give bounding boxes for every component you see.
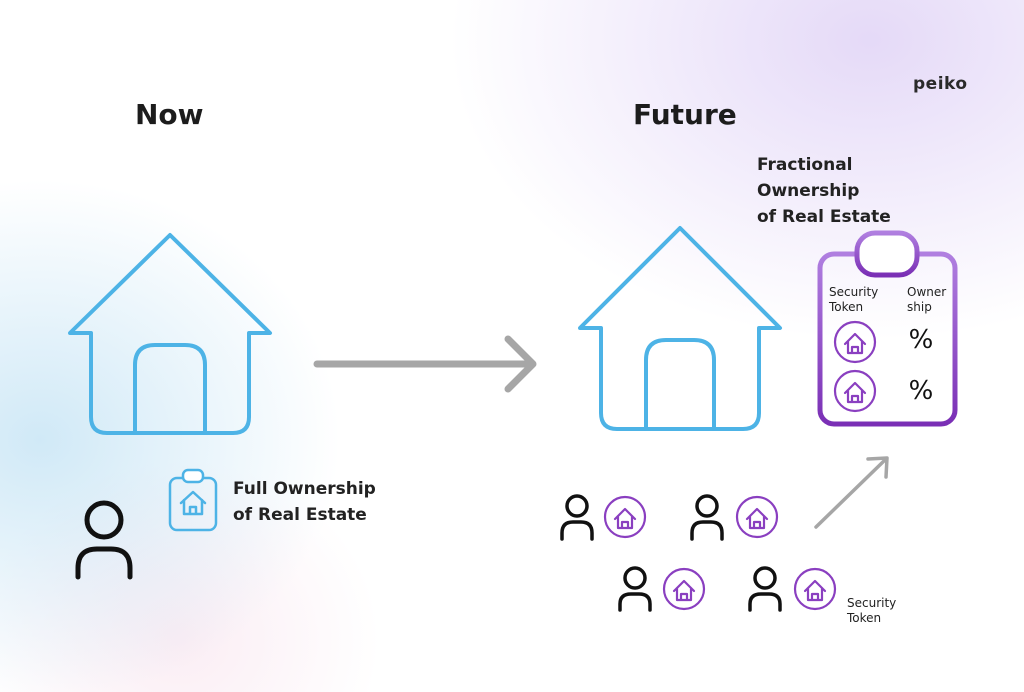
col2-line2: ship xyxy=(907,300,932,314)
col2-line1: Owner xyxy=(907,285,947,299)
clipboard-col1-header: Security Token xyxy=(829,285,878,315)
legend-line1: Security xyxy=(847,596,897,610)
now-heading: Now xyxy=(135,98,204,131)
full-ownership-line2: of Real Estate xyxy=(233,505,367,525)
percent-row1: % xyxy=(908,325,934,355)
clipboard-col2-header: Owner ship xyxy=(907,285,946,315)
fractional-line3: of Real Estate xyxy=(757,207,891,227)
brand-logo: peiko xyxy=(913,74,968,94)
percent-row2: % xyxy=(908,376,934,406)
legend-line2: Token xyxy=(847,611,882,625)
fractional-line1: Fractional xyxy=(757,155,853,175)
fractional-line2: Ownership xyxy=(757,181,860,201)
fractional-ownership-label: Fractional Ownership of Real Estate xyxy=(757,152,891,230)
security-token-legend: Security Token xyxy=(847,596,896,626)
future-heading: Future xyxy=(633,98,737,131)
full-ownership-label: Full Ownership of Real Estate xyxy=(233,476,376,528)
full-ownership-line1: Full Ownership xyxy=(233,479,376,499)
col1-line2: Token xyxy=(829,300,864,314)
col1-line1: Security xyxy=(829,285,879,299)
